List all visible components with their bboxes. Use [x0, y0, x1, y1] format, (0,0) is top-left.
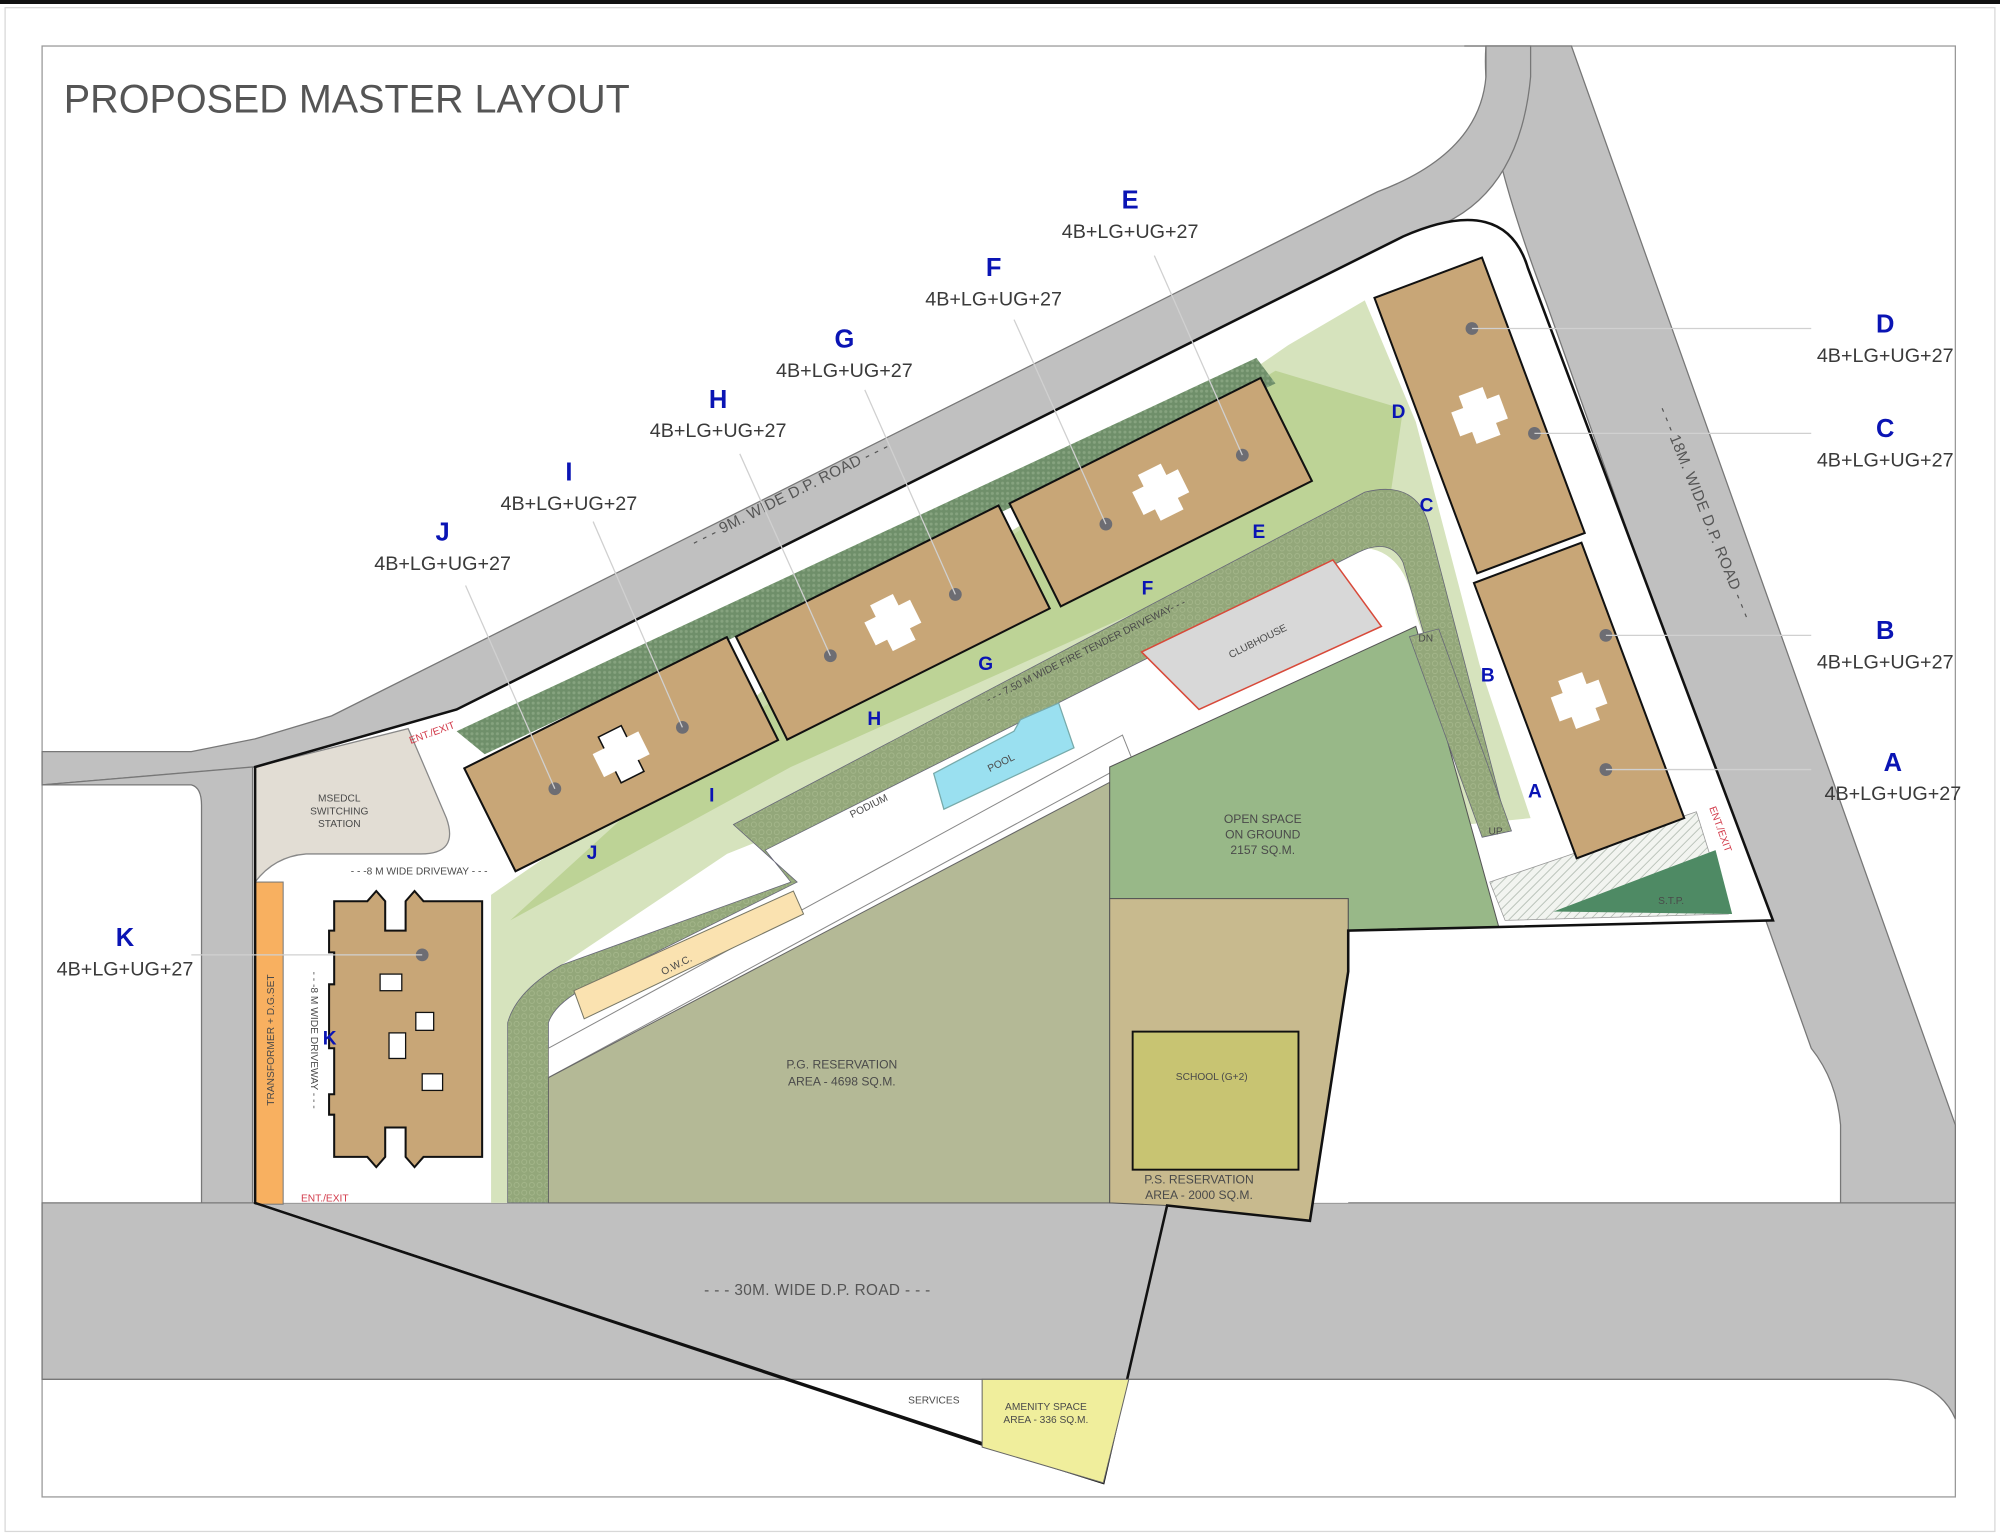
driveway-label-side: - - -8 M WIDE DRIVEWAY - - -: [308, 972, 319, 1109]
building-letter-h: H: [867, 709, 881, 730]
leader-line: [739, 453, 831, 657]
svg-text:F: F: [986, 254, 1002, 282]
building-d-c: [1373, 256, 1587, 575]
svg-text:D: D: [1876, 310, 1894, 338]
building-b-a: [1472, 541, 1686, 860]
building-letter-e: E: [1253, 522, 1266, 543]
leader-line: [864, 389, 956, 595]
building-f-e: [1008, 376, 1314, 608]
svg-text:J: J: [436, 519, 450, 547]
svg-text:4B+LG+UG+27: 4B+LG+UG+27: [500, 493, 637, 515]
building-letter-j: J: [587, 843, 598, 864]
svg-text:4B+LG+UG+27: 4B+LG+UG+27: [374, 553, 511, 575]
road-label-30m: - - - 30M. WIDE D.P. ROAD - - -: [704, 1282, 931, 1299]
svg-text:H: H: [709, 386, 727, 414]
svg-text:4B+LG+UG+27: 4B+LG+UG+27: [1062, 221, 1199, 243]
road-west: [42, 766, 254, 1204]
building-k: [328, 889, 484, 1169]
msedcl-label: MSEDCL: [318, 794, 361, 805]
road-30m: [41, 1202, 1956, 1420]
clubhouse: [1140, 558, 1383, 711]
building-letter-a: A: [1528, 782, 1542, 803]
tower-callout-e: E 4B+LG+UG+27: [1062, 186, 1199, 242]
svg-text:4B+LG+UG+27: 4B+LG+UG+27: [1817, 652, 1954, 674]
svg-text:K: K: [116, 924, 135, 952]
pg-reservation-label: P.G. RESERVATION: [786, 1058, 897, 1072]
entry-label-southwest: ENT./EXIT: [301, 1194, 349, 1205]
open-space-area: 2157 SQ.M.: [1230, 843, 1295, 857]
tower-callout-k: K 4B+LG+UG+27: [57, 924, 194, 980]
tower-callout-i: I 4B+LG+UG+27: [500, 459, 637, 515]
amenity-label: AMENITY SPACE: [1005, 1402, 1087, 1413]
tower-callout-a: A 4B+LG+UG+27: [1824, 749, 1961, 805]
page-title: PROPOSED MASTER LAYOUT: [64, 77, 630, 121]
transformer-label: TRANSFORMER + D.G.SET: [266, 974, 277, 1105]
stp: [1553, 850, 1733, 915]
school: [1131, 1030, 1300, 1171]
building-letter-b: B: [1481, 665, 1495, 686]
tower-callout-b: B 4B+LG+UG+27: [1817, 617, 1954, 673]
msedcl-station: [254, 727, 451, 884]
driveway-label-top: - - -8 M WIDE DRIVEWAY - - -: [351, 866, 488, 877]
building-h-g: [734, 504, 1052, 741]
svg-text:B: B: [1876, 617, 1894, 645]
school-label: SCHOOL (G+2): [1176, 1072, 1248, 1083]
building-letter-k: K: [323, 1028, 337, 1049]
leader-line: [1153, 255, 1243, 456]
tower-callout-c: C 4B+LG+UG+27: [1817, 415, 1954, 471]
leader-line: [464, 585, 556, 789]
svg-text:4B+LG+UG+27: 4B+LG+UG+27: [925, 289, 1062, 311]
building-letter-i: I: [709, 785, 714, 806]
open-space-label: OPEN SPACE: [1224, 812, 1302, 826]
building-j-i: [462, 635, 780, 873]
east-ramp: [1408, 628, 1512, 838]
building-letter-f: F: [1142, 578, 1154, 599]
up-label: UP: [1489, 827, 1503, 838]
tower-callout-h: H 4B+LG+UG+27: [650, 386, 787, 442]
outer-frame: [4, 7, 1996, 1533]
stp-label: S.T.P.: [1658, 896, 1684, 907]
boundary-line: [254, 1202, 1104, 1484]
svg-text:4B+LG+UG+27: 4B+LG+UG+27: [57, 958, 194, 980]
svg-text:4B+LG+UG+27: 4B+LG+UG+27: [1817, 450, 1954, 472]
svg-text:C: C: [1876, 415, 1894, 443]
tower-callout-g: G 4B+LG+UG+27: [776, 326, 913, 382]
svg-text:A: A: [1884, 749, 1902, 777]
amenity-area: AREA - 336 SQ.M.: [1003, 1415, 1088, 1426]
transformer-dg-set: [254, 881, 284, 1205]
pg-reservation-area: AREA - 4698 SQ.M.: [788, 1074, 896, 1088]
owc: [573, 890, 805, 1020]
plot-boundary: [253, 218, 1775, 1485]
ps-reservation-area: AREA - 2000 SQ.M.: [1145, 1188, 1253, 1202]
svg-text:4B+LG+UG+27: 4B+LG+UG+27: [1817, 345, 1954, 367]
leader-line: [1013, 319, 1107, 525]
fire-tender-driveway: [507, 488, 1506, 1204]
tower-callout-j: J 4B+LG+UG+27: [374, 519, 511, 575]
tower-callout-f: F 4B+LG+UG+27: [925, 254, 1062, 310]
msedcl-label: SWITCHING: [310, 806, 368, 817]
building-letter-g: G: [978, 654, 993, 675]
tower-callout-d: D 4B+LG+UG+27: [1817, 310, 1954, 366]
open-space-label: ON GROUND: [1225, 828, 1301, 842]
leader-line: [592, 521, 683, 728]
building-letter-c: C: [1420, 495, 1434, 516]
msedcl-label: STATION: [318, 819, 361, 830]
svg-text:4B+LG+UG+27: 4B+LG+UG+27: [1824, 783, 1961, 805]
svg-text:4B+LG+UG+27: 4B+LG+UG+27: [650, 420, 787, 442]
tower-f-marker: [1099, 517, 1113, 531]
svg-text:G: G: [834, 326, 854, 354]
svg-text:I: I: [565, 459, 572, 487]
pool: [932, 702, 1075, 811]
amenity-space: [981, 1378, 1130, 1484]
top-border: [0, 0, 2000, 4]
ps-reservation-label: P.S. RESERVATION: [1144, 1173, 1253, 1187]
hedge: [456, 357, 1276, 755]
svg-text:E: E: [1122, 186, 1139, 214]
svg-text:4B+LG+UG+27: 4B+LG+UG+27: [776, 360, 913, 382]
dn-label: DN: [1418, 634, 1433, 645]
building-letter-d: D: [1392, 402, 1406, 423]
services-label: SERVICES: [908, 1396, 960, 1407]
